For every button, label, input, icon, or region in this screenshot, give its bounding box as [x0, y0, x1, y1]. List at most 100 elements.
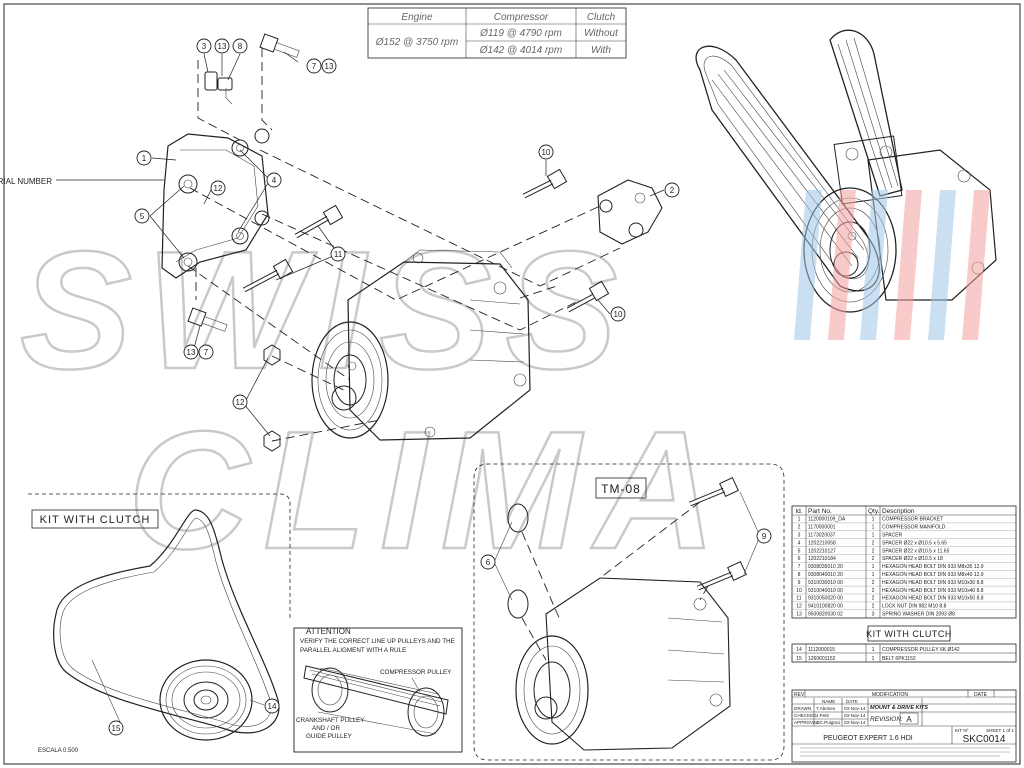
tm08-title: TM-08 — [601, 482, 641, 496]
parts-cell-description: SPACER Ø22 x Ø10.5 x 5.65 — [882, 540, 947, 546]
parts-cell-qty: 2 — [872, 548, 875, 554]
parts-cell-qty: 2 — [872, 540, 875, 546]
callout-2-balloon — [664, 182, 680, 198]
spec-header-compressor: Compressor — [494, 12, 549, 23]
parts-header-id: Id. — [795, 508, 802, 515]
attention-line2: PARALLEL ALIGMENT WITH A RULE — [300, 647, 406, 654]
parts-cell-qty: 2 — [872, 580, 875, 586]
parts-cell-qty: 2 — [872, 588, 875, 594]
callout-3-balloon — [196, 38, 212, 54]
assembled-view — [695, 29, 997, 340]
attention-title: ATTENTION — [306, 627, 351, 636]
bolt-9-upper — [689, 477, 739, 507]
tb-approved-name: J.C.Puigtrai — [816, 720, 840, 725]
compressor-manifold — [597, 179, 663, 245]
parts-cell-qty: 1 — [872, 517, 875, 523]
assembly-lines — [187, 48, 621, 442]
attention-line1: VERIFY THE CORRECT LINE UP PULLEYS AND T… — [300, 638, 455, 645]
parts-cell-qty: 3 — [872, 612, 875, 618]
parts-cell-description: HEXAGON HEAD BOLT DIN 933 M10x50 8.8 — [882, 596, 984, 602]
tb-drawn-date: 03-Nov-14 — [844, 706, 866, 711]
callout-7-bottom-balloon — [198, 344, 214, 360]
callout-15-balloon — [108, 720, 124, 736]
tb-checked: CHECKED — [794, 713, 817, 718]
parts-cell-description: HEXAGON HEAD BOLT DIN 933 M8x40 12.9 — [882, 572, 984, 578]
bolt-10-upper — [522, 168, 568, 199]
tm08-panel: TM-08 6 9 — [473, 463, 785, 761]
parts-cell-id: 10 — [796, 588, 802, 594]
compressor-body — [311, 249, 531, 441]
leader-15 — [91, 659, 121, 723]
kit-with-clutch-title: KIT WITH CLUTCH — [40, 514, 151, 526]
tb-kit-no-label: KIT Nº — [955, 728, 969, 733]
parts-cell-qty: 2 — [872, 556, 875, 562]
parts-cell-description: SPACER — [882, 533, 903, 539]
tb-name: NAME — [822, 699, 835, 704]
callout-8: 8 — [238, 42, 243, 51]
parts-cell-qty: 1 — [872, 572, 875, 578]
callout-2: 2 — [670, 186, 675, 195]
bolt-7-top — [259, 33, 300, 58]
attention-box: ATTENTION VERIFY THE CORRECT LINE UP PUL… — [293, 627, 463, 753]
parts-header-partno: Part No. — [808, 508, 832, 515]
callout-12-bottom-balloon — [232, 394, 248, 410]
bolt-9-lower — [697, 561, 747, 591]
kit-clutch-table-title: KIT WITH CLUTCH — [866, 629, 952, 639]
tb-checked-name: J.Petit — [816, 713, 829, 718]
spec-table: Engine Compressor Clutch Ø152 @ 3750 rpm… — [367, 7, 627, 59]
callout-14-balloon — [264, 698, 280, 714]
callout-1: 1 — [142, 154, 147, 163]
tb-revision-value: A — [906, 715, 912, 724]
spec-table-frame — [367, 7, 627, 59]
parts-cell-part-no: 9308040010 20 — [808, 572, 843, 578]
parts-cell-id: 9 — [798, 580, 801, 586]
parts-cell-qty: 1 — [872, 564, 875, 570]
watermark-line1: SWISS — [20, 216, 631, 404]
callout-6: 6 — [486, 558, 491, 567]
parts-cell-id: 5 — [798, 548, 801, 554]
kit-cell-description: BELT 6PK1152 — [882, 656, 916, 662]
callout-8-balloon — [232, 38, 248, 54]
callout-13-top: 13 — [325, 62, 334, 71]
callout-4: 4 — [272, 176, 277, 185]
parts-cell-part-no: 1202210127 — [808, 548, 836, 554]
lock-nut-lower — [263, 430, 281, 452]
callout-7-top: 7 — [312, 62, 317, 71]
callout-11-balloon — [330, 246, 346, 262]
parts-cell-description: LOCK NUT DIN 982 M10 8.8 — [882, 604, 947, 610]
kit-cell-part-no: 1112000015 — [808, 647, 835, 653]
tb-drawn: DRAWN — [794, 706, 811, 711]
parts-cell-description: HEXAGON HEAD BOLT DIN 933 M10x40 8.8 — [882, 588, 984, 594]
watermark-flag — [794, 190, 990, 340]
parts-cell-qty: 2 — [872, 596, 875, 602]
drawing-frame — [3, 3, 1021, 765]
callout-13: 13 — [218, 42, 227, 51]
tb-rev: REV — [794, 692, 805, 698]
tb-product: PEUGEOT EXPERT 1.6 HDI — [823, 735, 913, 742]
kit-cell-qty: 1 — [872, 647, 875, 653]
parts-cell-id: 2 — [798, 525, 801, 531]
title-block: REV MODIFICATION DATE NAME DATE DRAWN T.… — [791, 689, 1017, 763]
callout-5-balloon — [134, 208, 150, 224]
tb-revision-label: REVISION: — [870, 716, 903, 723]
bolt-11-lower — [242, 258, 294, 293]
callout-9-balloon — [756, 528, 772, 544]
parts-cell-part-no: 1202210058 — [808, 540, 836, 546]
parts-cell-qty: 2 — [872, 604, 875, 610]
leader-14 — [249, 699, 265, 706]
callout-10-bottom: 10 — [614, 310, 623, 319]
spec-header-clutch: Clutch — [587, 12, 616, 23]
parts-cell-part-no: 9310050020 00 — [808, 596, 843, 602]
parts-cell-part-no: 1173020037 — [808, 533, 836, 539]
parts-cell-description: SPACER Ø22 x Ø10.5 x 11.65 — [882, 548, 950, 554]
